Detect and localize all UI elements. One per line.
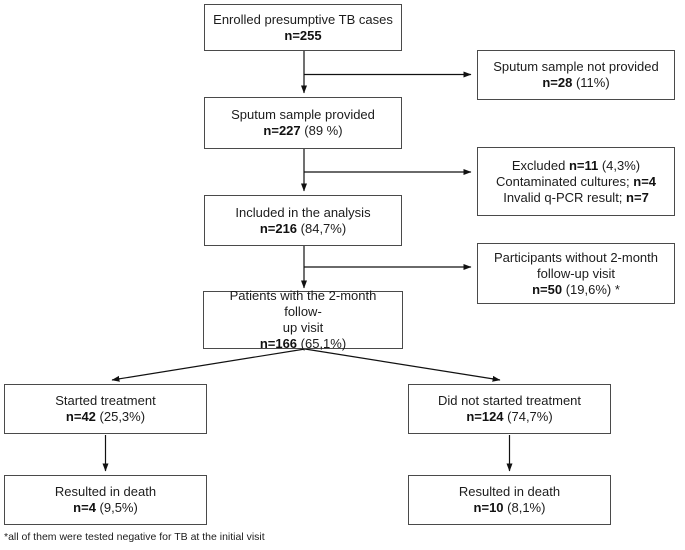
box-line: n=4 (9,5%) [73,500,138,516]
flow-box-excluded: Excluded n=11 (4,3%) Contaminated cultur… [477,147,675,216]
box-text: Invalid q-PCR result; [503,189,627,205]
box-text: (11%) [572,75,610,90]
flow-box-death-started: Resulted in death n=4 (9,5%) [4,475,207,525]
box-line: n=10 (8,1%) [474,500,546,516]
box-line: n=255 [284,28,321,44]
box-count: n=10 [473,500,504,515]
box-text: Contaminated cultures; [495,173,634,189]
box-text: Excluded [511,157,569,173]
box-text: (9,5%) [95,500,138,515]
box-text: Did not started treatment [437,393,582,408]
box-count: n=4 [633,173,657,189]
box-count: n=11 [568,157,599,173]
box-count: n=216 [259,220,298,236]
box-line: Sputum sample provided [231,107,375,123]
box-line: Patients with the 2-month follow- [210,288,396,320]
arrow-followup-to-not-started [304,348,501,382]
box-line: n=42 (25,3%) [66,409,145,425]
box-text: Resulted in death [54,484,157,499]
box-text: (74,7%) [503,409,553,424]
box-line: n=50 (19,6%) * [532,282,620,298]
box-text: (8,1%) [503,500,546,515]
box-text: Enrolled presumptive TB cases [213,11,393,27]
box-count: n=166 [259,336,298,351]
box-count: n=42 [65,409,96,424]
box-line: Started treatment [55,393,155,409]
box-line: Resulted in death [55,484,156,500]
box-text: (25,3%) [95,409,146,424]
box-count: n=50 [532,281,563,297]
box-text: up visit [282,320,324,335]
box-count: n=28 [542,75,573,90]
box-line: Excluded n=11 (4,3%) [512,158,640,174]
box-line: Did not started treatment [438,393,581,409]
box-text: (65,1%) [297,336,347,351]
box-text: Patients with the 2-month follow- [229,288,377,319]
flow-box-without-followup: Participants without 2-month follow-up v… [477,243,675,304]
flow-box-sputum-provided: Sputum sample provided n=227 (89 %) [204,97,402,149]
box-line: n=166 (65,1%) [260,336,346,352]
box-line: Contaminated cultures; n=4 [496,174,656,190]
box-count: n=7 [626,189,649,205]
box-line: Invalid q-PCR result; n=7 [503,190,649,206]
box-line: up visit [283,320,323,336]
box-count: n=124 [466,409,504,424]
flow-box-started-treatment: Started treatment n=42 (25,3%) [4,384,207,434]
box-line: Included in the analysis [235,205,370,221]
arrow-followup-to-started [111,348,306,382]
box-text: Sputum sample provided [231,107,375,122]
box-text: (84,7%) [297,220,347,236]
box-text: (89 %) [300,123,343,138]
box-count: n=227 [263,123,301,138]
box-line: Participants without 2-month [494,250,658,266]
flow-box-death-not-started: Resulted in death n=10 (8,1%) [408,475,611,525]
flow-box-not-started-treatment: Did not started treatment n=124 (74,7%) [408,384,611,434]
box-text: Started treatment [55,393,156,408]
box-line: n=216 (84,7%) [260,221,346,237]
box-line: Enrolled presumptive TB cases [213,12,393,28]
box-line: n=28 (11%) [542,75,609,91]
footnote: *all of them were tested negative for TB… [4,531,265,543]
box-line: n=227 (89 %) [263,123,342,139]
flow-box-with-followup: Patients with the 2-month follow- up vis… [203,288,403,352]
box-text: Resulted in death [458,484,561,499]
box-line: follow-up visit [537,266,615,282]
box-line: n=124 (74,7%) [466,409,552,425]
flow-box-sputum-not-provided: Sputum sample not provided n=28 (11%) [477,50,675,100]
flow-box-enrolled: Enrolled presumptive TB cases n=255 [204,4,402,51]
box-text: Sputum sample not provided [493,59,659,74]
box-text: (4,3%) [598,157,641,173]
box-line: Sputum sample not provided [493,59,658,75]
box-text: (19,6%) * [562,281,620,297]
box-text: Participants without 2-month [493,249,659,265]
box-count: n=255 [284,27,322,43]
box-count: n=4 [73,500,96,515]
flow-box-included: Included in the analysis n=216 (84,7%) [204,195,402,246]
box-line: Resulted in death [459,484,560,500]
box-text: Included in the analysis [235,204,371,220]
box-text: follow-up visit [536,265,616,281]
